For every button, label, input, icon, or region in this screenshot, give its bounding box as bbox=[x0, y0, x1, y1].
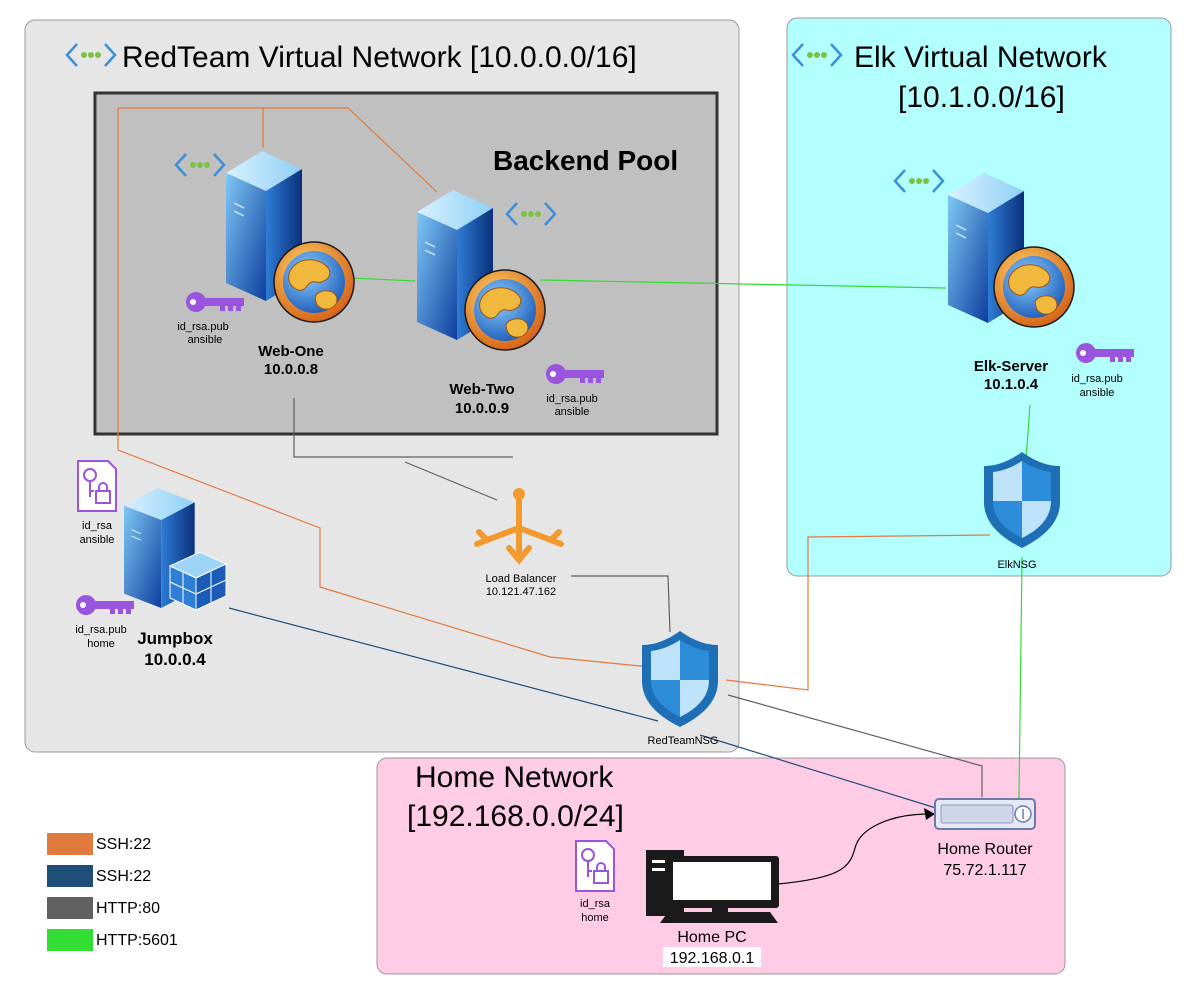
legend-swatch-http-gray bbox=[47, 897, 93, 919]
http-gray-link-lb-nsg bbox=[571, 575, 671, 633]
home-router-name: Home Router bbox=[937, 841, 1033, 858]
web-one-ip: 10.0.0.8 bbox=[264, 361, 318, 378]
home-router-icon[interactable] bbox=[934, 798, 1036, 830]
connections bbox=[117, 107, 1031, 885]
http-green-link-elk-nsg bbox=[1025, 404, 1031, 461]
legend-swatch-ssh-orange bbox=[47, 833, 93, 855]
legend-swatch-ssh-blue bbox=[47, 865, 93, 887]
jumpbox-private-key-sublabel: ansible bbox=[80, 534, 115, 546]
jumpbox-name: Jumpbox bbox=[137, 629, 213, 648]
load-balancer-ip: 10.121.47.162 bbox=[486, 586, 556, 598]
jumpbox-pub-key-label: id_rsa.pub bbox=[75, 624, 126, 636]
http-green-link-web-elk bbox=[539, 279, 947, 289]
http-gray-link-nsg-router bbox=[727, 694, 983, 797]
load-balancer-icon[interactable] bbox=[474, 488, 564, 565]
jumpbox-private-key-label: id_rsa bbox=[82, 520, 113, 532]
ssh-blue-link-jumpbox-nsg bbox=[228, 607, 659, 722]
home-pc-ip: 192.168.0.1 bbox=[670, 950, 755, 967]
jumpbox-pub-key-sublabel: home bbox=[87, 638, 115, 650]
redteam-title: RedTeam Virtual Network [10.0.0.0/16] bbox=[122, 41, 637, 74]
load-balancer-name: Load Balancer bbox=[486, 573, 557, 585]
legend-label-ssh-blue: SSH:22 bbox=[96, 868, 152, 885]
home-router-ip: 75.72.1.117 bbox=[943, 862, 1026, 879]
web-one-key-label: id_rsa.pub bbox=[177, 321, 228, 333]
backend-pool-box bbox=[93, 91, 719, 436]
web-two-name: Web-Two bbox=[449, 381, 514, 398]
backend-pool-title: Backend Pool bbox=[493, 145, 678, 176]
http-gray-link-pool bbox=[293, 398, 513, 458]
pc-router-arrow bbox=[924, 808, 935, 820]
web-one-name: Web-One bbox=[258, 343, 324, 360]
home-pc-name: Home PC bbox=[677, 929, 746, 946]
home-title-line2: [192.168.0.0/24] bbox=[407, 800, 624, 833]
legend-label-http-gray: HTTP:80 bbox=[96, 900, 161, 917]
legend-swatch-http-green bbox=[47, 929, 93, 951]
home-pc-icon[interactable] bbox=[646, 850, 779, 923]
elk-server-key-sublabel: ansible bbox=[1080, 387, 1115, 399]
web-two-key-label: id_rsa.pub bbox=[546, 393, 597, 405]
elk-title-line2: [10.1.0.0/16] bbox=[898, 81, 1065, 114]
home-pc-key-icon bbox=[575, 840, 615, 892]
jumpbox-private-key-icon bbox=[77, 460, 117, 512]
elk-title-line1: Elk Virtual Network bbox=[854, 41, 1108, 74]
http-green-link-web bbox=[351, 277, 416, 282]
http-green-link-nsg-router bbox=[1018, 556, 1023, 800]
redteam-nsg-label: RedTeamNSG bbox=[648, 735, 719, 747]
home-pc-key-label: id_rsa bbox=[580, 898, 611, 910]
legend-label-http-green: HTTP:5601 bbox=[96, 932, 178, 949]
jumpbox-ip: 10.0.0.4 bbox=[144, 650, 206, 669]
web-two-key-sublabel: ansible bbox=[555, 406, 590, 418]
pc-router-link bbox=[777, 813, 926, 885]
home-title-line1: Home Network bbox=[415, 761, 614, 794]
elk-server-ip: 10.1.0.4 bbox=[984, 376, 1039, 393]
web-two-ip: 10.0.0.9 bbox=[455, 400, 509, 417]
home-pc-key-sublabel: home bbox=[581, 912, 609, 924]
elk-server-name: Elk-Server bbox=[974, 358, 1048, 375]
elk-nsg-label: ElkNSG bbox=[997, 559, 1036, 571]
legend-label-ssh-orange: SSH:22 bbox=[96, 836, 152, 853]
jumpbox-server-icon[interactable] bbox=[123, 487, 228, 611]
web-one-key-sublabel: ansible bbox=[188, 334, 223, 346]
home-pc-ip-background bbox=[663, 947, 761, 967]
jumpbox-grid-icon bbox=[168, 551, 228, 611]
ssh-blue-link-nsg-router bbox=[699, 734, 937, 809]
http-gray-link-lb bbox=[404, 461, 498, 501]
ssh-orange-link-elk bbox=[725, 534, 991, 691]
ssh-orange-link-jumpbox bbox=[117, 108, 661, 669]
ssh-orange-link-web-one bbox=[118, 107, 438, 193]
elk-server-key-label: id_rsa.pub bbox=[1071, 373, 1122, 385]
